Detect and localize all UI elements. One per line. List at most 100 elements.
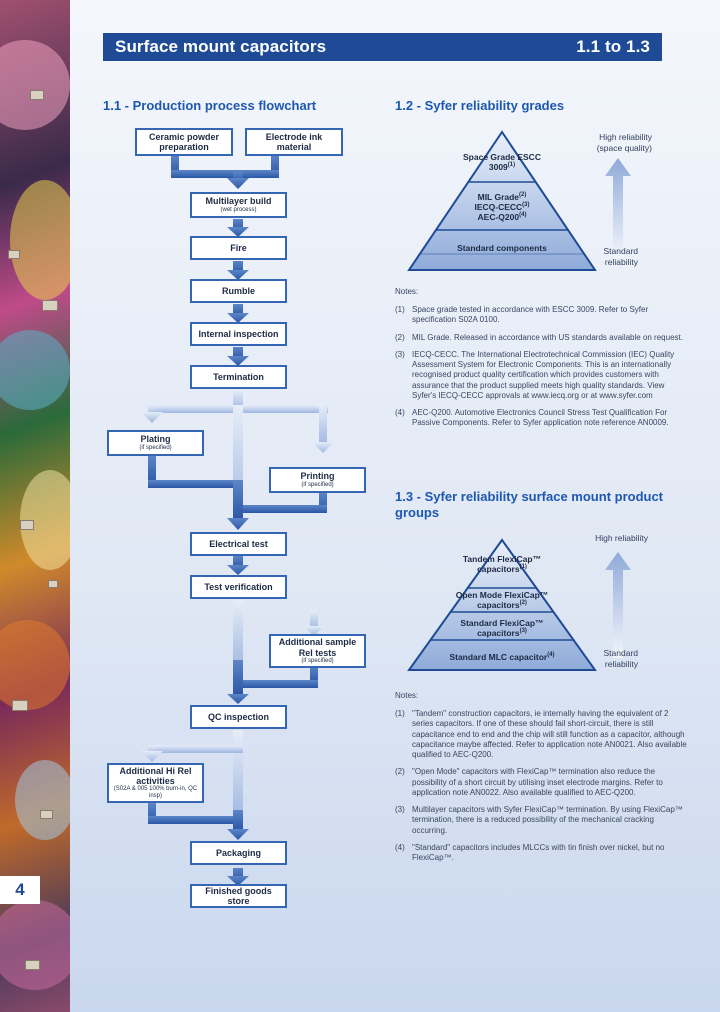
flowchart-connectors [141, 155, 334, 886]
tier-mil-label: MIL Grade [477, 192, 520, 202]
tier-mlc-label: Standard MLC capacitor [449, 652, 548, 662]
note-key: (2) [395, 332, 405, 342]
step-packaging: Packaging [190, 841, 287, 865]
step-qc-label: QC inspection [207, 711, 269, 722]
tier-tandem: Tandem FlexiCap™ capacitors(1) [457, 554, 547, 574]
product-notes: Notes: (1) "Tandem" construction capacito… [395, 691, 690, 870]
step-additional-sample: Additional sample Rel tests(if specified… [269, 634, 366, 668]
step-sample-sub: (if specified) [301, 657, 334, 664]
step-internal-inspection: Internal inspection [190, 322, 287, 346]
step-ceramic-powder: Ceramic powder preparation [135, 128, 233, 156]
step-hi-rel-activities: Additional Hi Rel activities(S02A & 005 … [107, 763, 204, 803]
tier-space-sup: (1) [507, 162, 516, 169]
tier-iecq: IECQ-CECC(3) [440, 202, 564, 212]
notes-heading: Notes: [395, 691, 419, 700]
note-text: "Open Mode" capacitors with FlexiCap™ te… [412, 767, 663, 797]
note-key: (1) [395, 709, 405, 719]
note-text: "Standard" capacitors includes MLCCs wit… [412, 842, 665, 863]
step-finished-label: Finished goods store [205, 885, 272, 906]
step-hirel-label: Additional Hi Rel activities [119, 765, 192, 787]
tier-mil-iecq-aec: MIL Grade(2) IECQ-CECC(3) AEC-Q200(4) [440, 192, 564, 223]
note-item: (1) "Tandem" construction capacitors, ie … [395, 709, 690, 760]
step-plating-label: Plating [140, 434, 171, 445]
step-rumble-label: Rumble [221, 285, 255, 296]
high-reliability-label: High reliability (space quality) [596, 132, 652, 154]
note-key: (3) [395, 805, 405, 815]
note-text: "Tandem" construction capacitors, ie int… [412, 709, 687, 760]
section-1-3-title: 1.3 - Syfer reliability surface mount pr… [395, 489, 664, 520]
standard-reliability-label-2: Standard reliability [603, 648, 639, 670]
step-multilayer-sub: (wet process) [220, 206, 257, 213]
product-group-pyramid [407, 538, 631, 671]
page-header: Surface mount capacitors 1.1 to 1.3 [103, 33, 662, 61]
step-ceramic-label: Ceramic powder preparation [148, 131, 220, 152]
tier-standard: Standard components [457, 243, 547, 253]
step-termination-label: Termination [213, 371, 264, 382]
note-item: (2) "Open Mode" capacitors with FlexiCap™… [395, 767, 690, 798]
tier-aec-label: AEC-Q200 [477, 212, 520, 223]
standard-reliability-label: Standard reliability [603, 246, 639, 268]
tier-iecq-label: IECQ-CECC [474, 202, 523, 213]
step-packaging-label: Packaging [215, 847, 262, 858]
step-inspection-label: Internal inspection [198, 328, 279, 339]
tier-mil: MIL Grade(2) [440, 192, 564, 202]
tier-aec-sup: (4) [519, 212, 527, 219]
step-fire-label: Fire [230, 242, 247, 253]
note-key: (4) [395, 408, 405, 418]
tier-mil-sup: (2) [519, 192, 527, 199]
note-item: (2) MIL Grade. Released in accordance wit… [395, 333, 690, 343]
step-printing: Printing(if specified) [269, 467, 366, 493]
tier-standard-mlc: Standard MLC capacitor(4) [425, 652, 579, 662]
note-item: (3) Multilayer capacitors with Syfer Flex… [395, 805, 690, 836]
reliability-pyramid [407, 130, 631, 271]
note-text: Space grade tested in accordance with ES… [412, 305, 649, 325]
step-fire: Fire [190, 236, 287, 260]
note-item: (1) Space grade tested in accordance with… [395, 305, 690, 325]
step-electrical-test: Electrical test [190, 532, 287, 556]
note-item: (3) IECQ-CECC. The International Electrot… [395, 350, 690, 401]
tier-flexi-sup: (3) [519, 628, 527, 635]
notes-heading: Notes: [395, 287, 419, 296]
note-text: IECQ-CECC. The International Electrotech… [412, 349, 675, 400]
step-plating-sub: (if specified) [139, 444, 172, 451]
tier-space-label: Space Grade ESCC 3009 [463, 152, 541, 173]
note-item: (4) AEC-Q200. Automotive Electronics Coun… [395, 408, 690, 428]
decorative-side-image [0, 0, 70, 1012]
note-key: (2) [395, 767, 405, 777]
tier-iecq-sup: (3) [522, 202, 530, 209]
tier-open-mode: Open Mode FlexiCap™ capacitors(2) [445, 590, 559, 610]
step-electrical-label: Electrical test [209, 538, 268, 549]
section-1-1-title: 1.1 - Production process flowchart [103, 98, 317, 113]
tier-tandem-sup: (1) [519, 564, 527, 571]
tier-tandem-label: Tandem FlexiCap™ capacitors [462, 554, 542, 575]
note-key: (3) [395, 349, 405, 359]
step-multilayer-build: Multilayer build(wet process) [190, 192, 287, 218]
step-electrode-ink: Electrode ink material [245, 128, 343, 156]
step-hirel-sub: (S02A & 005 100% burn-in, QC insp) [113, 786, 198, 800]
note-text: MIL Grade. Released in accordance with U… [412, 332, 683, 342]
step-electrode-label: Electrode ink material [265, 131, 323, 152]
step-plating: Plating(if specified) [107, 430, 204, 456]
tier-mlc-sup: (4) [547, 652, 555, 659]
step-multilayer-label: Multilayer build [205, 196, 272, 207]
note-text: Multilayer capacitors with Syfer FlexiCa… [412, 805, 683, 835]
page-number: 4 [0, 876, 40, 904]
note-key: (1) [395, 305, 405, 315]
tier-standard-flexicap: Standard FlexiCap™ capacitors(3) [445, 618, 559, 638]
header-title: Surface mount capacitors [115, 37, 327, 56]
header-range: 1.1 to 1.3 [576, 37, 650, 56]
tier-open-sup: (2) [519, 600, 527, 607]
step-rumble: Rumble [190, 279, 287, 303]
high-reliability-label-2: High reliability [595, 533, 648, 543]
step-finished-goods: Finished goods store [190, 884, 287, 908]
step-printing-sub: (if specified) [301, 481, 334, 488]
note-text: AEC-Q200. Automotive Electronics Council… [412, 408, 669, 428]
step-printing-label: Printing [300, 471, 335, 482]
step-qc-inspection: QC inspection [190, 705, 287, 729]
step-termination: Termination [190, 365, 287, 389]
section-1-2-title: 1.2 - Syfer reliability grades [395, 98, 565, 113]
note-item: (4) "Standard" capacitors includes MLCCs … [395, 843, 690, 863]
note-key: (4) [395, 842, 405, 852]
step-test-verification: Test verification [190, 575, 287, 599]
tier-aec: AEC-Q200(4) [440, 212, 564, 222]
